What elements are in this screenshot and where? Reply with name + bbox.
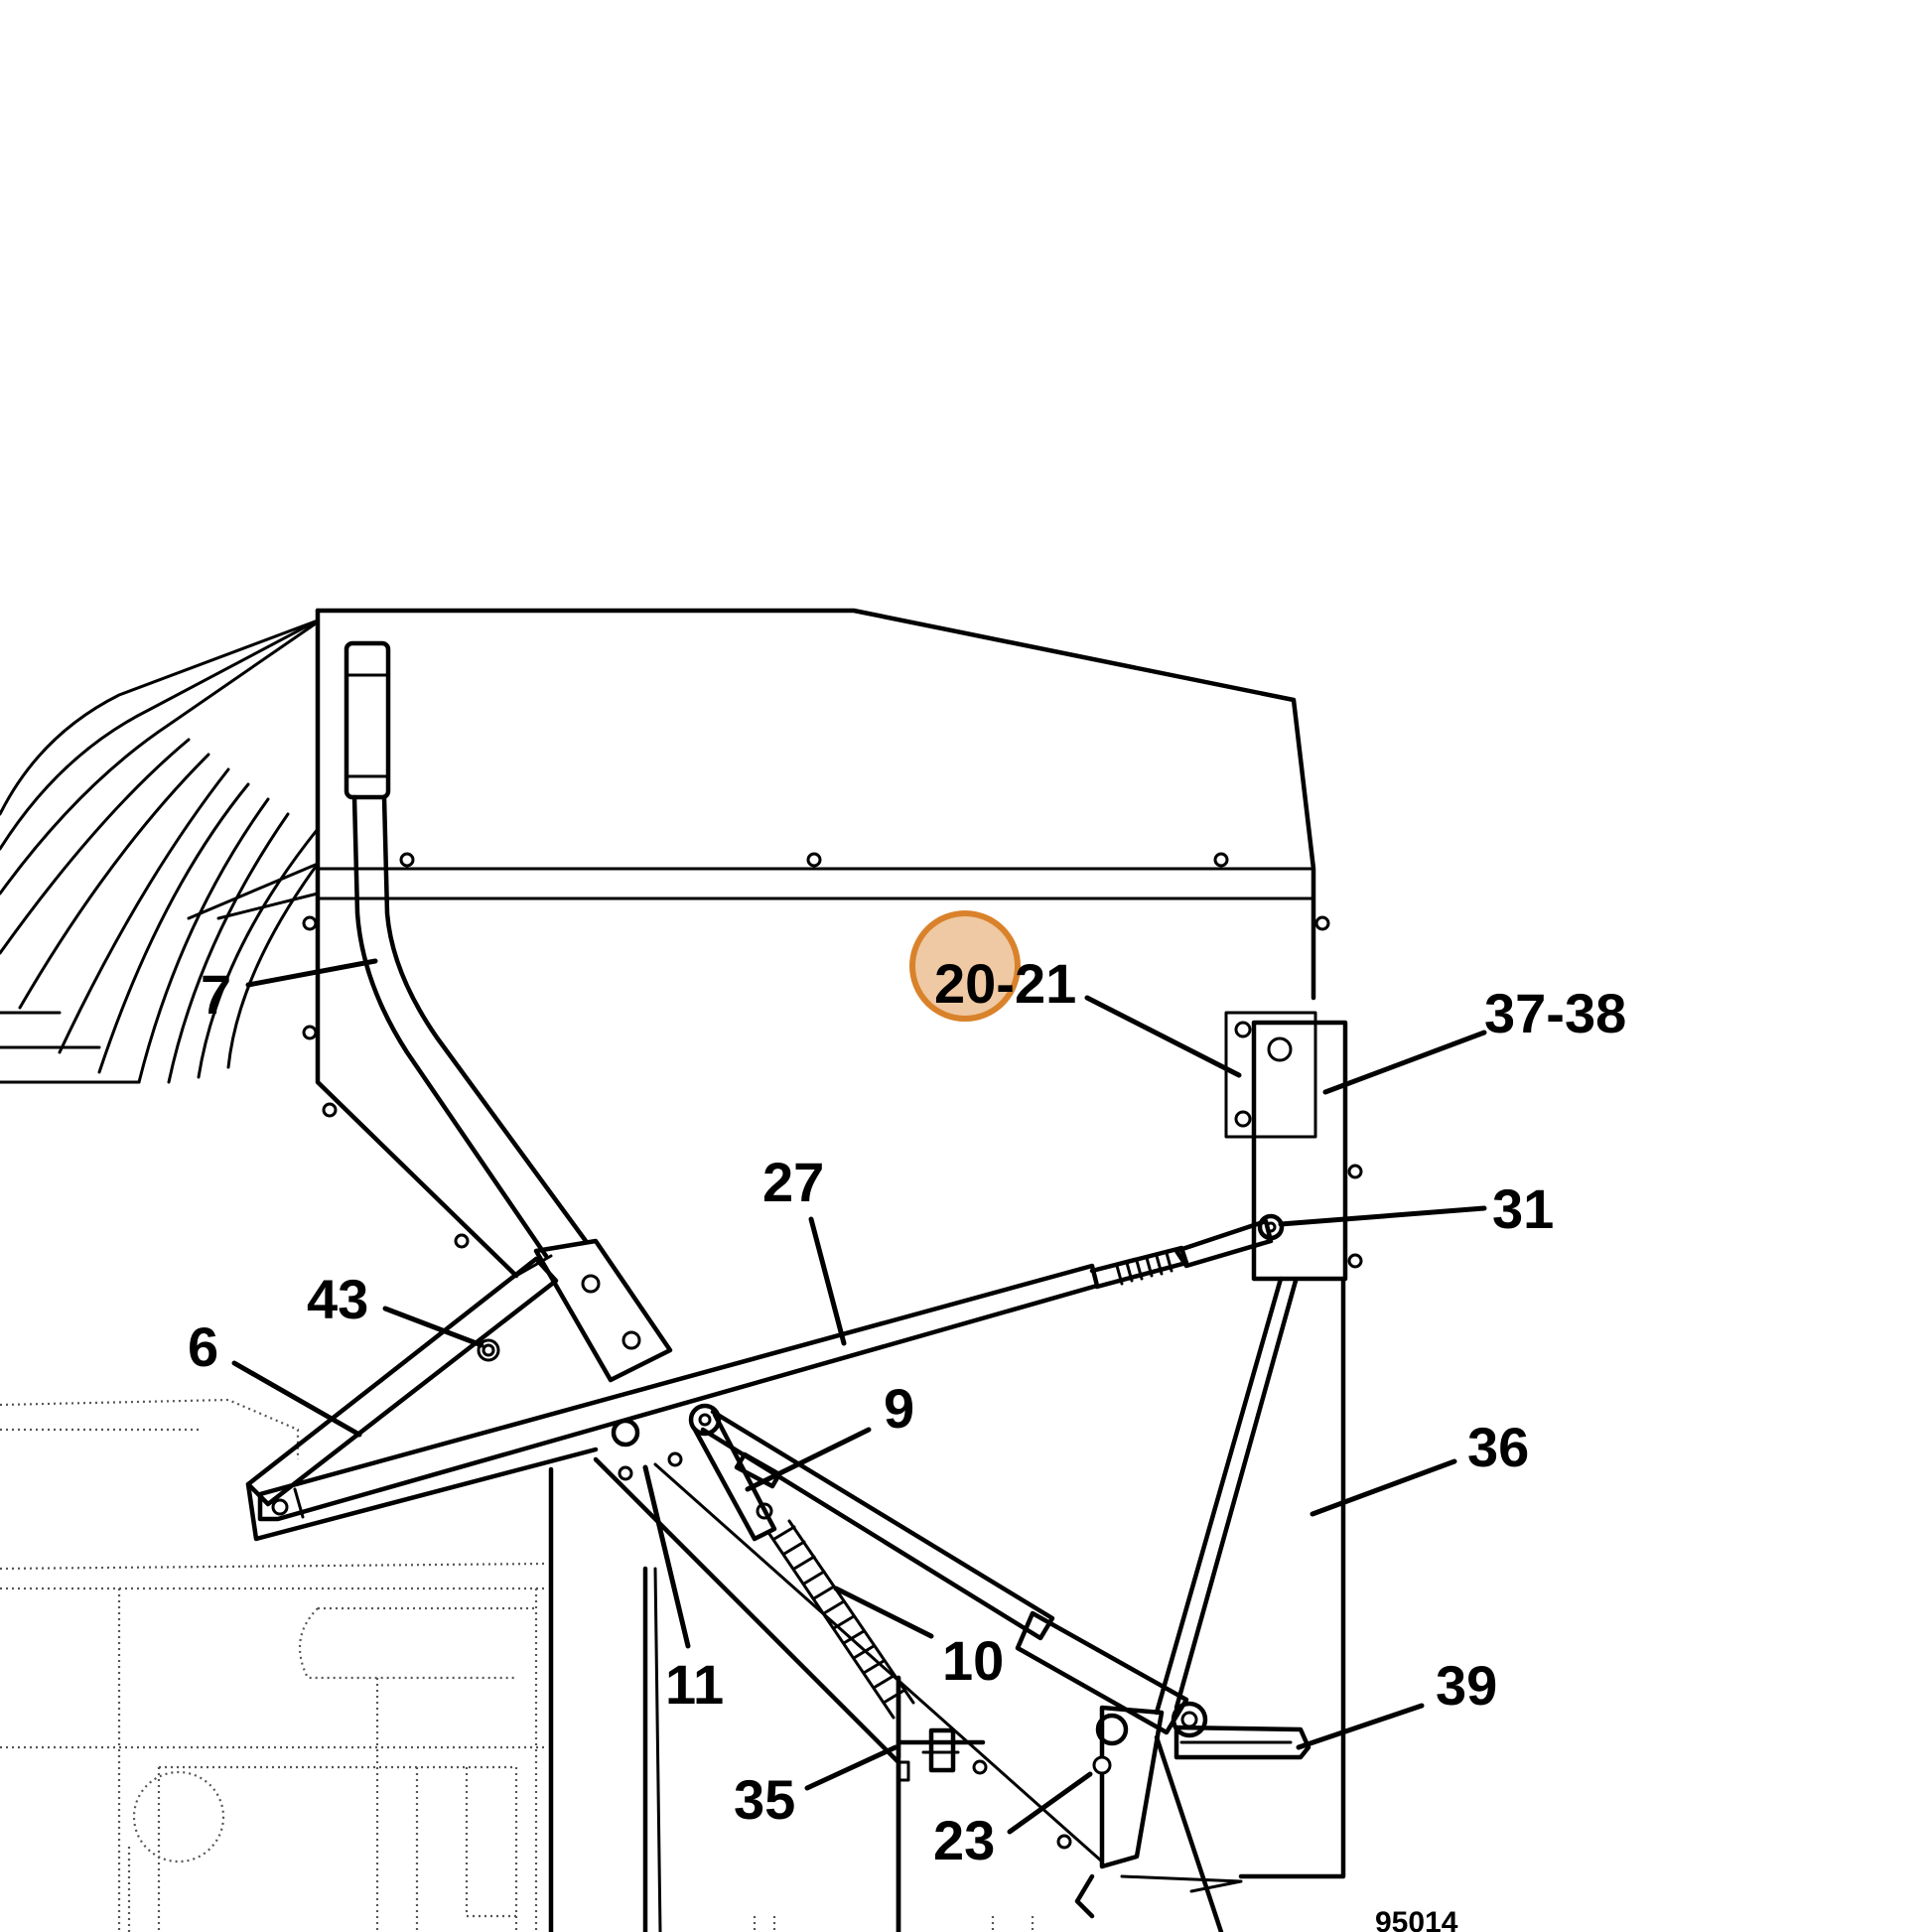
support-arm-23	[1056, 1705, 1243, 1932]
handle-39	[1173, 1725, 1311, 1760]
label-6: 6	[188, 1315, 218, 1378]
label-37-38: 37-38	[1484, 982, 1626, 1044]
spring-10	[767, 1519, 915, 1760]
label-43: 43	[307, 1268, 368, 1330]
label-36: 36	[1467, 1416, 1529, 1478]
bracket-20-21	[1224, 1011, 1317, 1139]
label-35: 35	[734, 1768, 795, 1831]
diagonal-support	[1154, 1276, 1299, 1716]
control-lever-7	[344, 640, 673, 1383]
label-9: 9	[884, 1377, 914, 1440]
part-labels: 7 20-21 37-38 27 31 43 6 9 36 10 11 39 3…	[188, 952, 1626, 1932]
plate-37-38	[1251, 1020, 1348, 1282]
background-machine-outline	[0, 1398, 1035, 1932]
leader-lines	[231, 958, 1487, 1835]
label-31: 31	[1492, 1177, 1554, 1240]
label-7: 7	[201, 963, 231, 1026]
side-plate-36	[1238, 1164, 1363, 1879]
label-23: 23	[933, 1809, 995, 1871]
main-housing	[302, 608, 1330, 1279]
hopper-bellows	[0, 619, 320, 1084]
label-10: 10	[942, 1629, 1004, 1692]
pivot-arm-9	[611, 1403, 1055, 1641]
highlight-marker	[909, 910, 1021, 1022]
label-27: 27	[762, 1151, 824, 1213]
link-rod-27	[257, 1213, 1285, 1522]
label-39: 39	[1436, 1654, 1497, 1717]
drawing-number: 95014	[1375, 1906, 1458, 1932]
fitting-35	[896, 1727, 988, 1782]
label-11: 11	[665, 1653, 724, 1716]
label-20-21: 20-21	[934, 952, 1076, 1015]
lower-hopper-plate	[548, 1451, 1104, 1932]
